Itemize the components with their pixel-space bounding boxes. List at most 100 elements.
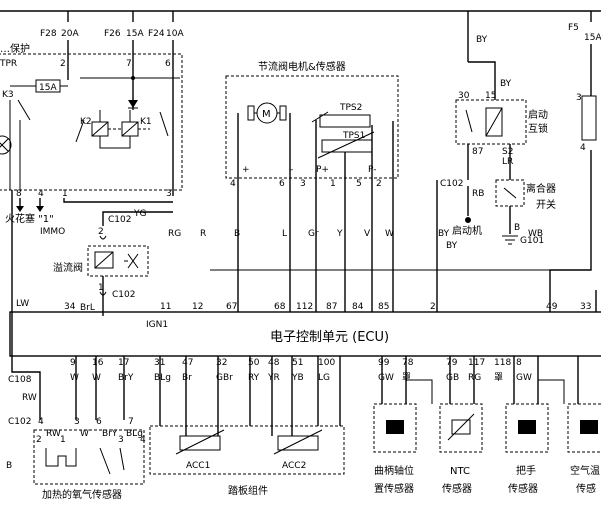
ecu-top-pin-34: 34 bbox=[64, 302, 76, 312]
ntc-sensor-outline bbox=[439, 403, 483, 453]
grip-label-2: 传感器 bbox=[508, 482, 538, 495]
starter-b-label: B bbox=[514, 223, 520, 233]
spark-plug-label: 火花塞 "1" bbox=[5, 212, 54, 225]
spark-arrow-icon bbox=[16, 206, 24, 212]
fuse-f28-amp: 20A bbox=[61, 29, 79, 39]
immo-label: IMMO bbox=[40, 227, 65, 237]
grip-sensor-icon bbox=[518, 420, 536, 434]
c102-top-label: C102 bbox=[108, 215, 131, 225]
fuse-f28-label: F28 bbox=[40, 29, 57, 39]
ecu-bottom-pin-99: 99 bbox=[378, 358, 390, 368]
ecu-bottom-pin-118: 118 bbox=[494, 358, 511, 368]
svg-text:3: 3 bbox=[300, 179, 306, 189]
o2-wire-w: W bbox=[80, 429, 89, 439]
overflow-valve-outline bbox=[87, 245, 149, 277]
overflow-valve-coil bbox=[94, 251, 114, 269]
ecu-top-pin-84: 84 bbox=[352, 302, 364, 312]
ecu-ign1-label: IGN1 bbox=[146, 320, 168, 330]
pin-2-valve: 2 bbox=[98, 227, 104, 237]
acc1-resistor bbox=[179, 435, 221, 451]
pin-3: 3 bbox=[166, 189, 172, 199]
ecu-top-wire-label: BY bbox=[438, 229, 450, 239]
pin-1: 1 bbox=[62, 189, 68, 199]
pedal-wipers bbox=[175, 429, 323, 455]
crank-sensor-icon bbox=[386, 420, 404, 434]
wire-lw-label: LW bbox=[16, 299, 29, 309]
svg-text:5: 5 bbox=[356, 179, 362, 189]
clutch-contact bbox=[503, 187, 517, 199]
ecu-top-wire-label: L bbox=[282, 229, 287, 239]
c102-bottom-label: C102 bbox=[8, 417, 31, 427]
relay-block-outline bbox=[0, 53, 183, 191]
ntc-slash bbox=[447, 413, 475, 441]
o2-heater-icon bbox=[45, 448, 77, 467]
o2-sensor-outline bbox=[33, 429, 145, 485]
ecu-top-wire-label: Gr bbox=[308, 229, 319, 239]
relay-block-tpr-label: TPR bbox=[0, 59, 17, 69]
ecu-top-pin-68: 68 bbox=[274, 302, 286, 312]
fuse-f26-amp: 15A bbox=[126, 29, 144, 39]
o2-wire-blg: BLg bbox=[126, 429, 143, 439]
ecu-bottom-pin-78: 78 bbox=[402, 358, 414, 368]
relay-block-protect-label: …保护 bbox=[0, 42, 30, 55]
relay-right-pin-3: 3 bbox=[576, 93, 582, 103]
pin-4: 4 bbox=[38, 189, 44, 199]
ecu-bottom-wire-label: YB bbox=[291, 373, 304, 383]
pedal-wires bbox=[159, 356, 341, 436]
svg-text:4: 4 bbox=[140, 435, 146, 445]
ecu-bottom-pin-9: 9 bbox=[70, 358, 76, 368]
starter-15-label: 15 bbox=[485, 91, 496, 101]
pin-7: 7 bbox=[126, 59, 132, 69]
throttle-wires bbox=[237, 113, 394, 312]
grip-sensor-outline bbox=[505, 403, 549, 453]
o2-sensor-icon bbox=[99, 447, 125, 475]
valve-icon bbox=[124, 253, 139, 269]
o2-wires bbox=[75, 356, 125, 420]
wire-rw-label: RW bbox=[22, 393, 37, 403]
relay-k2-coil-mark bbox=[91, 121, 109, 137]
relay-right-pin-4: 4 bbox=[580, 143, 586, 153]
ecu-top-pin-85: 85 bbox=[378, 302, 389, 312]
o2-sensor-label: 加热的氧气传感器 bbox=[42, 488, 122, 501]
connector-arc bbox=[99, 235, 107, 240]
pedal-label: 踏板组件 bbox=[228, 484, 268, 497]
wire-yg bbox=[102, 211, 173, 226]
starter-motor-icon bbox=[465, 217, 471, 223]
tps1-label: TPS1 bbox=[342, 131, 365, 141]
diode-icon bbox=[128, 100, 138, 108]
wire-by-right bbox=[468, 61, 496, 100]
ecu-title: 电子控制单元 (ECU) bbox=[270, 330, 389, 345]
resistor-15a-label: 15A bbox=[39, 83, 57, 93]
svg-text:7: 7 bbox=[128, 417, 134, 427]
ecu-bottom-wire-label: W bbox=[70, 373, 79, 383]
acc2-resistor bbox=[277, 435, 319, 451]
ecu-bottom-pin-51: 51 bbox=[292, 358, 303, 368]
ecu-top-wire-label: V bbox=[364, 229, 371, 239]
ecu-top-wire-label: R bbox=[200, 229, 206, 239]
c108-label: C108 bbox=[8, 375, 32, 385]
c102-mid-label: C102 bbox=[112, 290, 135, 300]
svg-text:1: 1 bbox=[60, 435, 66, 445]
ecu-bottom-wire-label: GW bbox=[516, 373, 532, 383]
relay-contacts bbox=[75, 111, 169, 143]
ecu-bottom-wire-label: YR bbox=[267, 373, 280, 383]
acc2-label: ACC2 bbox=[282, 461, 306, 471]
ecu-top-wire-label: W bbox=[385, 229, 394, 239]
tps1-resistor bbox=[321, 139, 373, 153]
ecu-top-pin-11: 11 bbox=[160, 302, 171, 312]
ground-icon bbox=[502, 235, 518, 245]
throttle-title: 节流阀电机&传感器 bbox=[258, 60, 346, 73]
o2-pins: 4 3 6 7 2 1 3 4 bbox=[36, 417, 146, 445]
starter-s2-label: S2 bbox=[502, 147, 513, 157]
relay-coil-wires bbox=[99, 110, 131, 149]
ecu-top-pin-87: 87 bbox=[326, 302, 337, 312]
ecu-top-pin-67: 67 bbox=[226, 302, 237, 312]
tps-wipers bbox=[311, 111, 375, 159]
air-label-1: 空气温 bbox=[570, 464, 600, 477]
svg-text:3: 3 bbox=[74, 417, 80, 427]
motor-minus-label: - bbox=[290, 165, 293, 175]
relay-k2-label: K2 bbox=[80, 117, 92, 127]
crank-label-2: 置传感器 bbox=[374, 482, 414, 495]
crank-sensor-outline bbox=[373, 403, 417, 453]
